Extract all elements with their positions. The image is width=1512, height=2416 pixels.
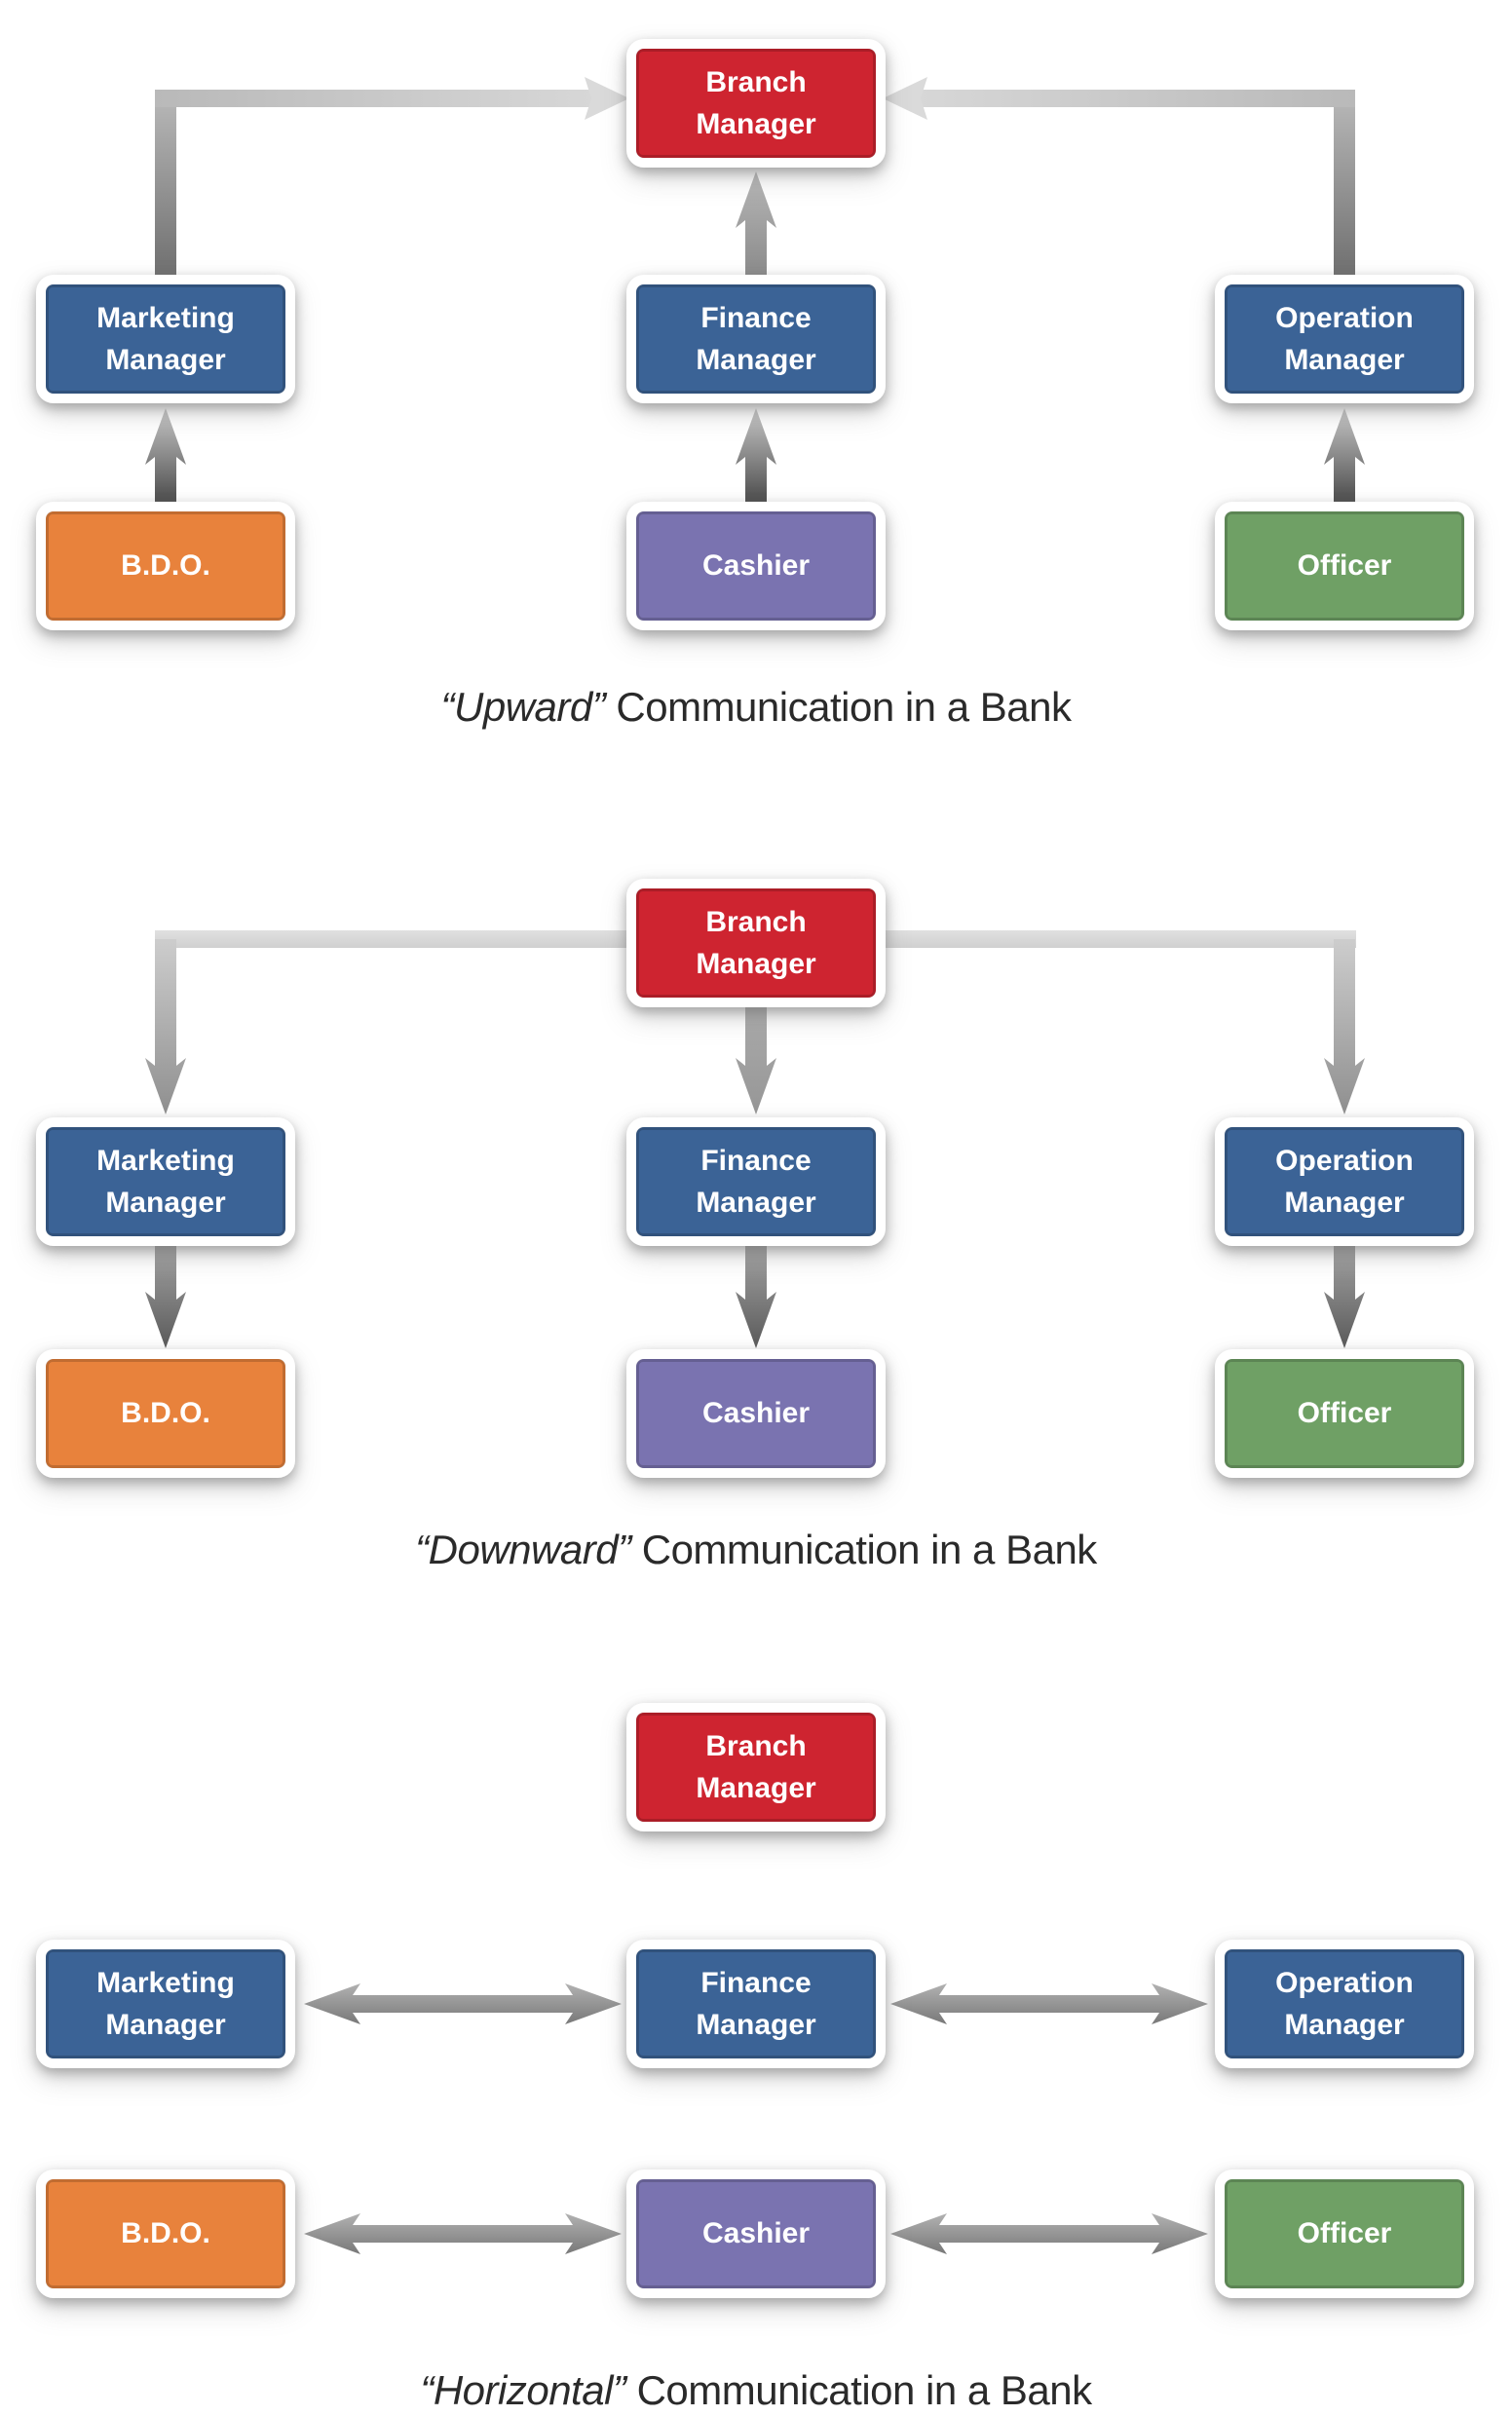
node-marketing-manager: Marketing Manager: [36, 1940, 295, 2068]
arrow-marketing-to-branch: [155, 77, 629, 277]
node-label: Marketing Manager: [96, 1966, 235, 2042]
node-branch-manager: Branch Manager: [626, 1703, 886, 1831]
node-label: Officer: [1297, 549, 1392, 583]
arrow-bdo-cashier: [304, 2213, 622, 2254]
node-label: Cashier: [701, 549, 811, 583]
node-label: Finance Manager: [696, 1966, 816, 2042]
caption-text: Communication in a Bank: [625, 2367, 1093, 2413]
node-bdo: B.D.O.: [36, 502, 295, 630]
node-officer: Officer: [1215, 1349, 1474, 1478]
node-label: Branch Manager: [696, 65, 816, 141]
node-finance-manager: Finance Manager: [626, 1940, 886, 2068]
caption-keyword: “Downward”: [415, 1527, 631, 1572]
caption-horizontal: “Horizontal” Communication in a Bank: [0, 2367, 1512, 2414]
caption-upward: “Upward” Communication in a Bank: [0, 684, 1512, 731]
node-cashier: Cashier: [626, 1349, 886, 1478]
node-label: Operation Manager: [1275, 1966, 1414, 2042]
node-label: Officer: [1297, 1397, 1392, 1430]
node-officer: Officer: [1215, 502, 1474, 630]
node-label: B.D.O.: [121, 2217, 210, 2250]
arrow-officer-to-operation: [1324, 408, 1365, 504]
arrow-operation-to-officer: [1324, 1246, 1365, 1348]
node-marketing-manager: Marketing Manager: [36, 1117, 295, 1246]
node-label: Cashier: [701, 2217, 811, 2250]
node-finance-manager: Finance Manager: [626, 1117, 886, 1246]
arrow-branch-to-finance: [736, 1007, 776, 1114]
arrow-finance-operation: [890, 1983, 1208, 2024]
node-operation-manager: Operation Manager: [1215, 1117, 1474, 1246]
node-label: B.D.O.: [121, 1397, 210, 1430]
node-label: Officer: [1297, 2217, 1392, 2250]
node-label: Marketing Manager: [96, 301, 235, 377]
node-label: Branch Manager: [696, 1729, 816, 1805]
caption-keyword: “Horizontal”: [420, 2367, 626, 2413]
node-officer: Officer: [1215, 2170, 1474, 2298]
caption-text: Communication in a Bank: [630, 1527, 1098, 1572]
node-label: Operation Manager: [1275, 1144, 1414, 1220]
node-bdo: B.D.O.: [36, 2170, 295, 2298]
arrow-branch-to-operation: [1324, 939, 1365, 1114]
arrow-branch-to-marketing: [145, 939, 186, 1114]
node-branch-manager: Branch Manager: [626, 879, 886, 1007]
arrow-marketing-finance: [304, 1983, 622, 2024]
node-label: Operation Manager: [1275, 301, 1414, 377]
node-marketing-manager: Marketing Manager: [36, 275, 295, 403]
caption-keyword: “Upward”: [440, 684, 606, 730]
node-label: Marketing Manager: [96, 1144, 235, 1220]
arrow-bdo-to-marketing: [145, 408, 186, 504]
arrow-cashier-to-finance: [736, 408, 776, 504]
node-cashier: Cashier: [626, 2170, 886, 2298]
arrow-finance-to-cashier: [736, 1246, 776, 1348]
arrow-cashier-officer: [890, 2213, 1208, 2254]
node-operation-manager: Operation Manager: [1215, 1940, 1474, 2068]
caption-text: Communication in a Bank: [605, 684, 1072, 730]
arrow-finance-to-branch: [736, 171, 776, 277]
node-branch-manager: Branch Manager: [626, 39, 886, 168]
node-label: Branch Manager: [696, 905, 816, 981]
node-bdo: B.D.O.: [36, 1349, 295, 1478]
node-cashier: Cashier: [626, 502, 886, 630]
arrow-operation-to-branch: [883, 77, 1355, 277]
node-label: Cashier: [701, 1397, 811, 1430]
node-operation-manager: Operation Manager: [1215, 275, 1474, 403]
node-label: Finance Manager: [696, 301, 816, 377]
node-finance-manager: Finance Manager: [626, 275, 886, 403]
node-label: B.D.O.: [121, 549, 210, 583]
arrow-marketing-to-bdo: [145, 1246, 186, 1348]
caption-downward: “Downward” Communication in a Bank: [0, 1527, 1512, 1573]
node-label: Finance Manager: [696, 1144, 816, 1220]
